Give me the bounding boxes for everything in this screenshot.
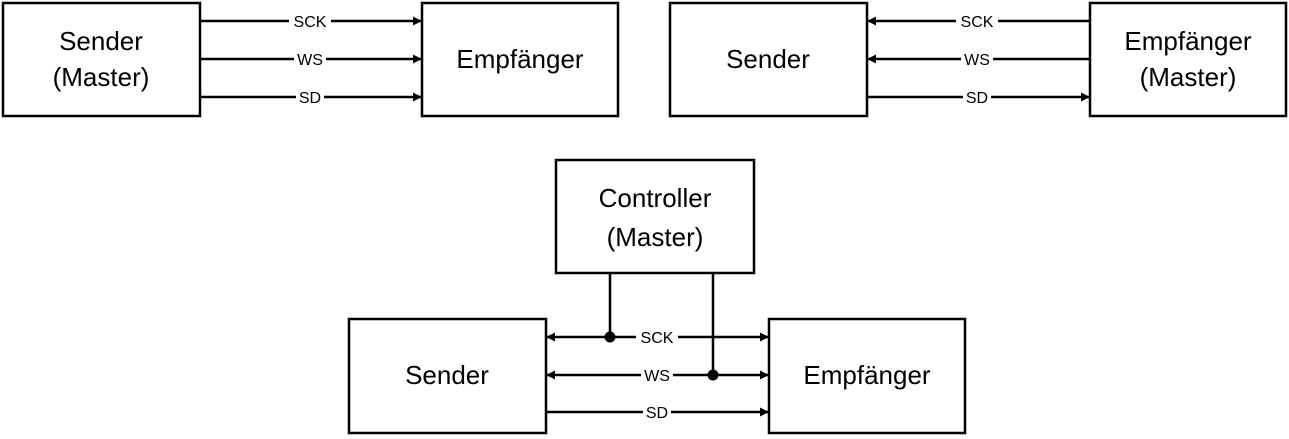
config-c-sd-label: SD [646,405,668,422]
config-b-receiver-box [1088,1,1288,118]
config-c-sender-label: Sender [405,360,489,390]
config-a-sck-label: SCK [294,14,327,31]
config-c-receiver-label: Empfänger [803,360,931,390]
config-c-sck-label: SCK [641,330,674,347]
config-b-sd-label: SD [966,90,988,107]
config-b-ws-label: WS [964,52,990,69]
config-a-sender-role: (Master) [53,62,150,92]
config-a-sd-label: SD [299,90,321,107]
config-c-controller-role: (Master) [607,222,704,252]
config-a: Sender (Master) Empfänger SCK WS SD [1,1,620,118]
config-c-sck-junction [604,331,616,343]
config-a-sender-label: Sender [59,26,143,56]
config-b: Sender Empfänger (Master) SCK WS SD [668,1,1288,118]
config-c-controller-label: Controller [599,183,712,213]
config-b-sender-box [668,1,869,118]
config-c-sender-box [347,317,548,435]
config-b-sender-label: Sender [726,44,810,74]
config-a-sender-box [1,1,202,118]
config-c-ws-junction [707,369,719,381]
config-c-receiver-box [767,317,967,435]
config-b-sck-label: SCK [961,14,994,31]
config-c: Controller (Master) Sender Empfänger SCK… [347,158,967,435]
config-a-ws-label: WS [297,52,323,69]
config-c-ws-label: WS [644,368,670,385]
config-c-controller-box [554,158,756,275]
config-b-receiver-role: (Master) [1140,62,1237,92]
config-a-receiver-label: Empfänger [456,44,584,74]
config-b-receiver-label: Empfänger [1124,26,1252,56]
config-a-receiver-box [420,1,620,118]
